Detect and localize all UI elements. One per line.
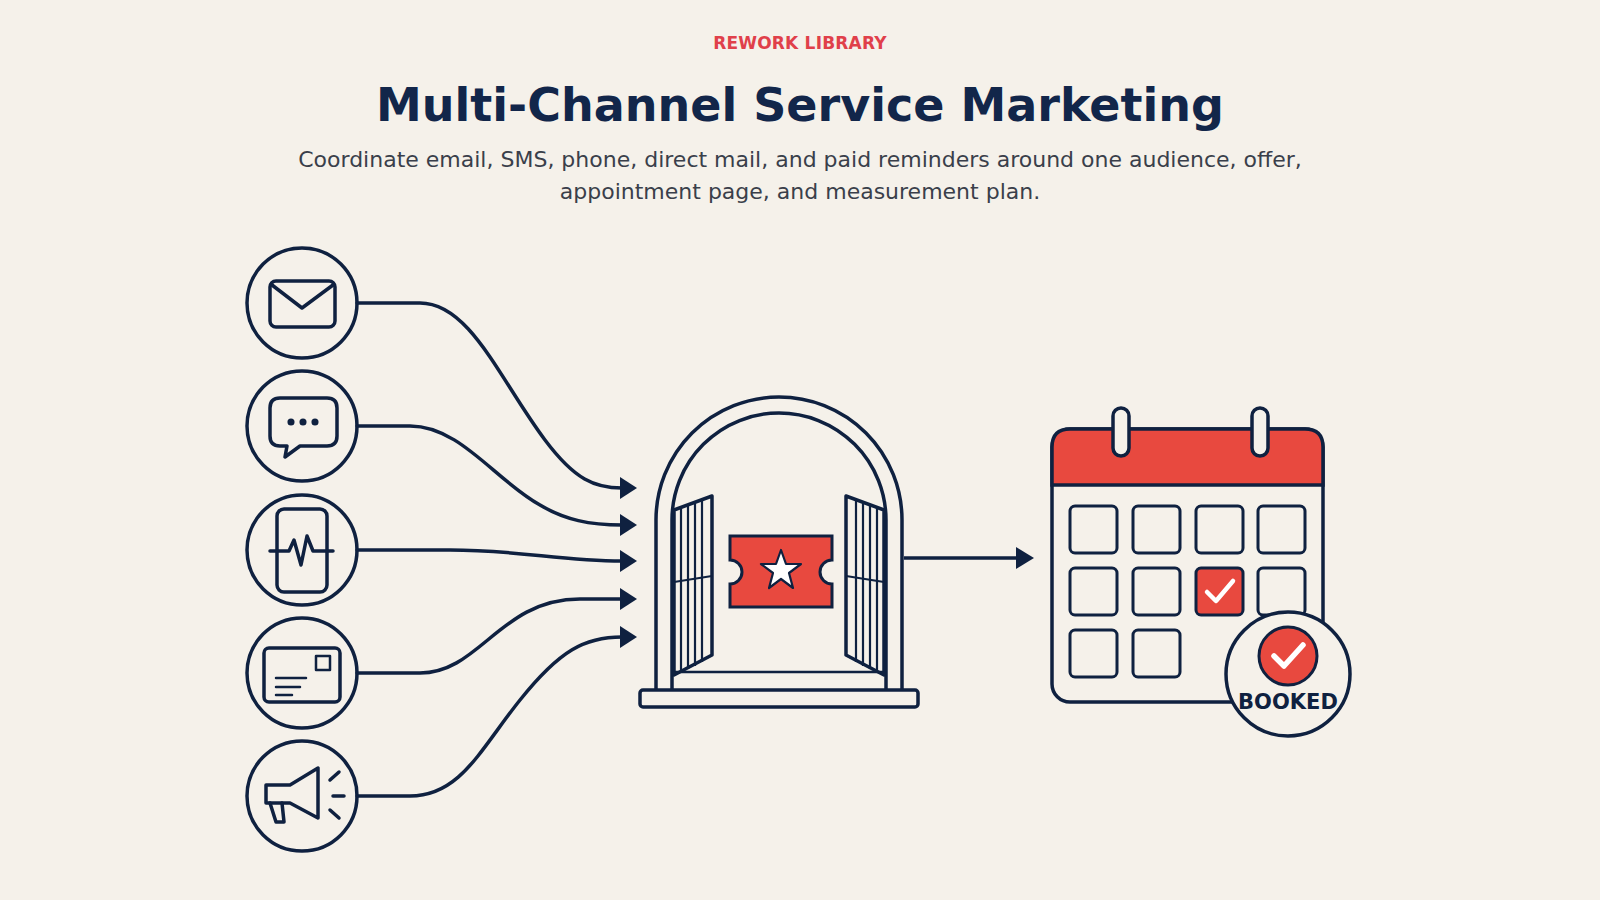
- phone-icon: [270, 509, 333, 592]
- direct-mail-icon: [264, 648, 340, 702]
- channel-circle: [247, 248, 357, 358]
- ticket: [730, 536, 832, 607]
- flow-line: [357, 303, 622, 488]
- flow-line: [904, 556, 1020, 560]
- diagram-title: Multi-Channel Service Marketing: [0, 78, 1600, 132]
- flow-line: [357, 426, 622, 525]
- gate: [640, 397, 918, 707]
- email-icon: [270, 281, 335, 327]
- kicker-label: REWORK LIBRARY: [0, 33, 1600, 53]
- flow-line: [357, 599, 622, 673]
- diagram-subtitle: Coordinate email, SMS, phone, direct mai…: [290, 144, 1310, 208]
- badge-label: BOOKED: [1224, 690, 1352, 714]
- channel-circle: [247, 618, 357, 728]
- channel-circle: [247, 371, 357, 481]
- channel-circle: [247, 741, 357, 851]
- paid-reminder-icon: [266, 768, 344, 822]
- booked-badge: BOOKED: [1224, 610, 1352, 738]
- flow-line: [357, 550, 622, 561]
- channel-circle: [247, 495, 357, 605]
- badge-outline: [1224, 610, 1352, 738]
- calendar: [1052, 408, 1323, 702]
- sms-icon: [270, 398, 337, 457]
- flow-line: [357, 637, 622, 796]
